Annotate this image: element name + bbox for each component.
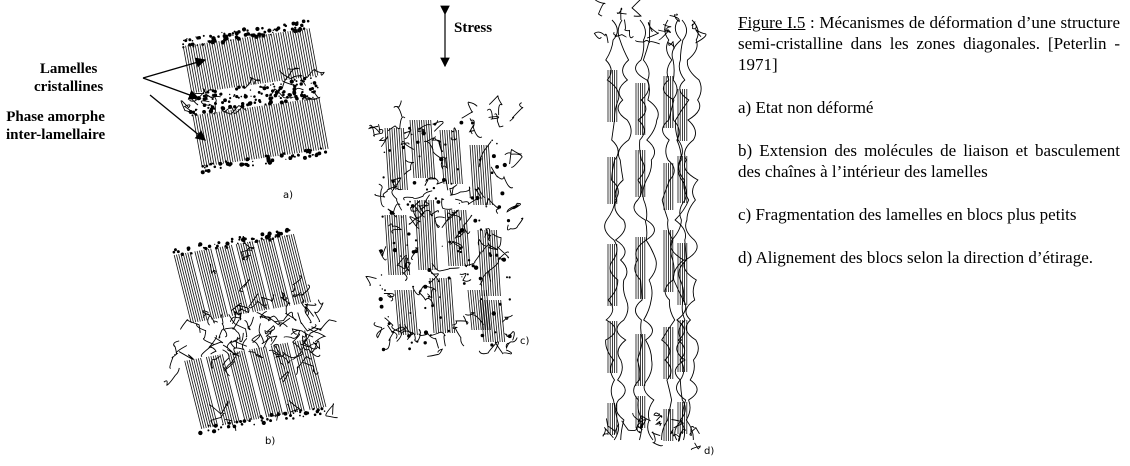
panel-letter-b: b) [265, 436, 275, 447]
caption-title: Figure I.5 : Mécanismes de déformation d… [738, 12, 1120, 75]
amorphe-label-line1: Phase amorphe [6, 108, 105, 126]
panel-letter-d: d) [704, 446, 714, 457]
lamelles-label-line1: Lamelles [34, 60, 103, 78]
panel-a-undeformed [172, 17, 336, 176]
caption-step-c: c) Fragmentation des lamelles en blocs p… [738, 204, 1120, 225]
fibril-outlines [605, 20, 701, 440]
deformation-diagram [0, 0, 720, 461]
lamella-stack [664, 230, 673, 292]
panel-d-alignment [594, 0, 706, 450]
amorphous-chains [603, 413, 700, 450]
amorphe-label-line2: inter-lamellaire [6, 126, 105, 144]
caption-step-a: a) Etat non déformé [738, 97, 1120, 118]
panel-b-tie-extension [141, 221, 353, 446]
stress-label: Stress [454, 20, 492, 37]
amorphe-label: Phase amorphe inter-lamellaire [6, 108, 105, 144]
panel-letter-a: a) [283, 190, 293, 201]
caption-step-d: d) Alignement des blocs selon la directi… [738, 247, 1120, 268]
lamelles-label: Lamelles cristallines [34, 60, 103, 96]
lamella-stack [293, 338, 326, 411]
caption-separator: : [805, 13, 819, 32]
lamella-stack [664, 163, 673, 210]
lamella-stack [636, 237, 645, 299]
lamelles-label-line2: cristallines [34, 78, 103, 96]
panel-letter-c: c) [520, 336, 529, 347]
panel-c-fragmentation [366, 96, 523, 357]
lamella-stack [385, 128, 407, 190]
caption-step-b: b) Extension des molécules de liaison et… [738, 140, 1120, 182]
figure-caption: Figure I.5 : Mécanismes de déformation d… [738, 12, 1120, 268]
figure-ref: Figure I.5 [738, 13, 805, 32]
deformation-figure: Lamelles cristallines Phase amorphe inte… [0, 0, 720, 461]
lamella-stack [470, 145, 492, 205]
